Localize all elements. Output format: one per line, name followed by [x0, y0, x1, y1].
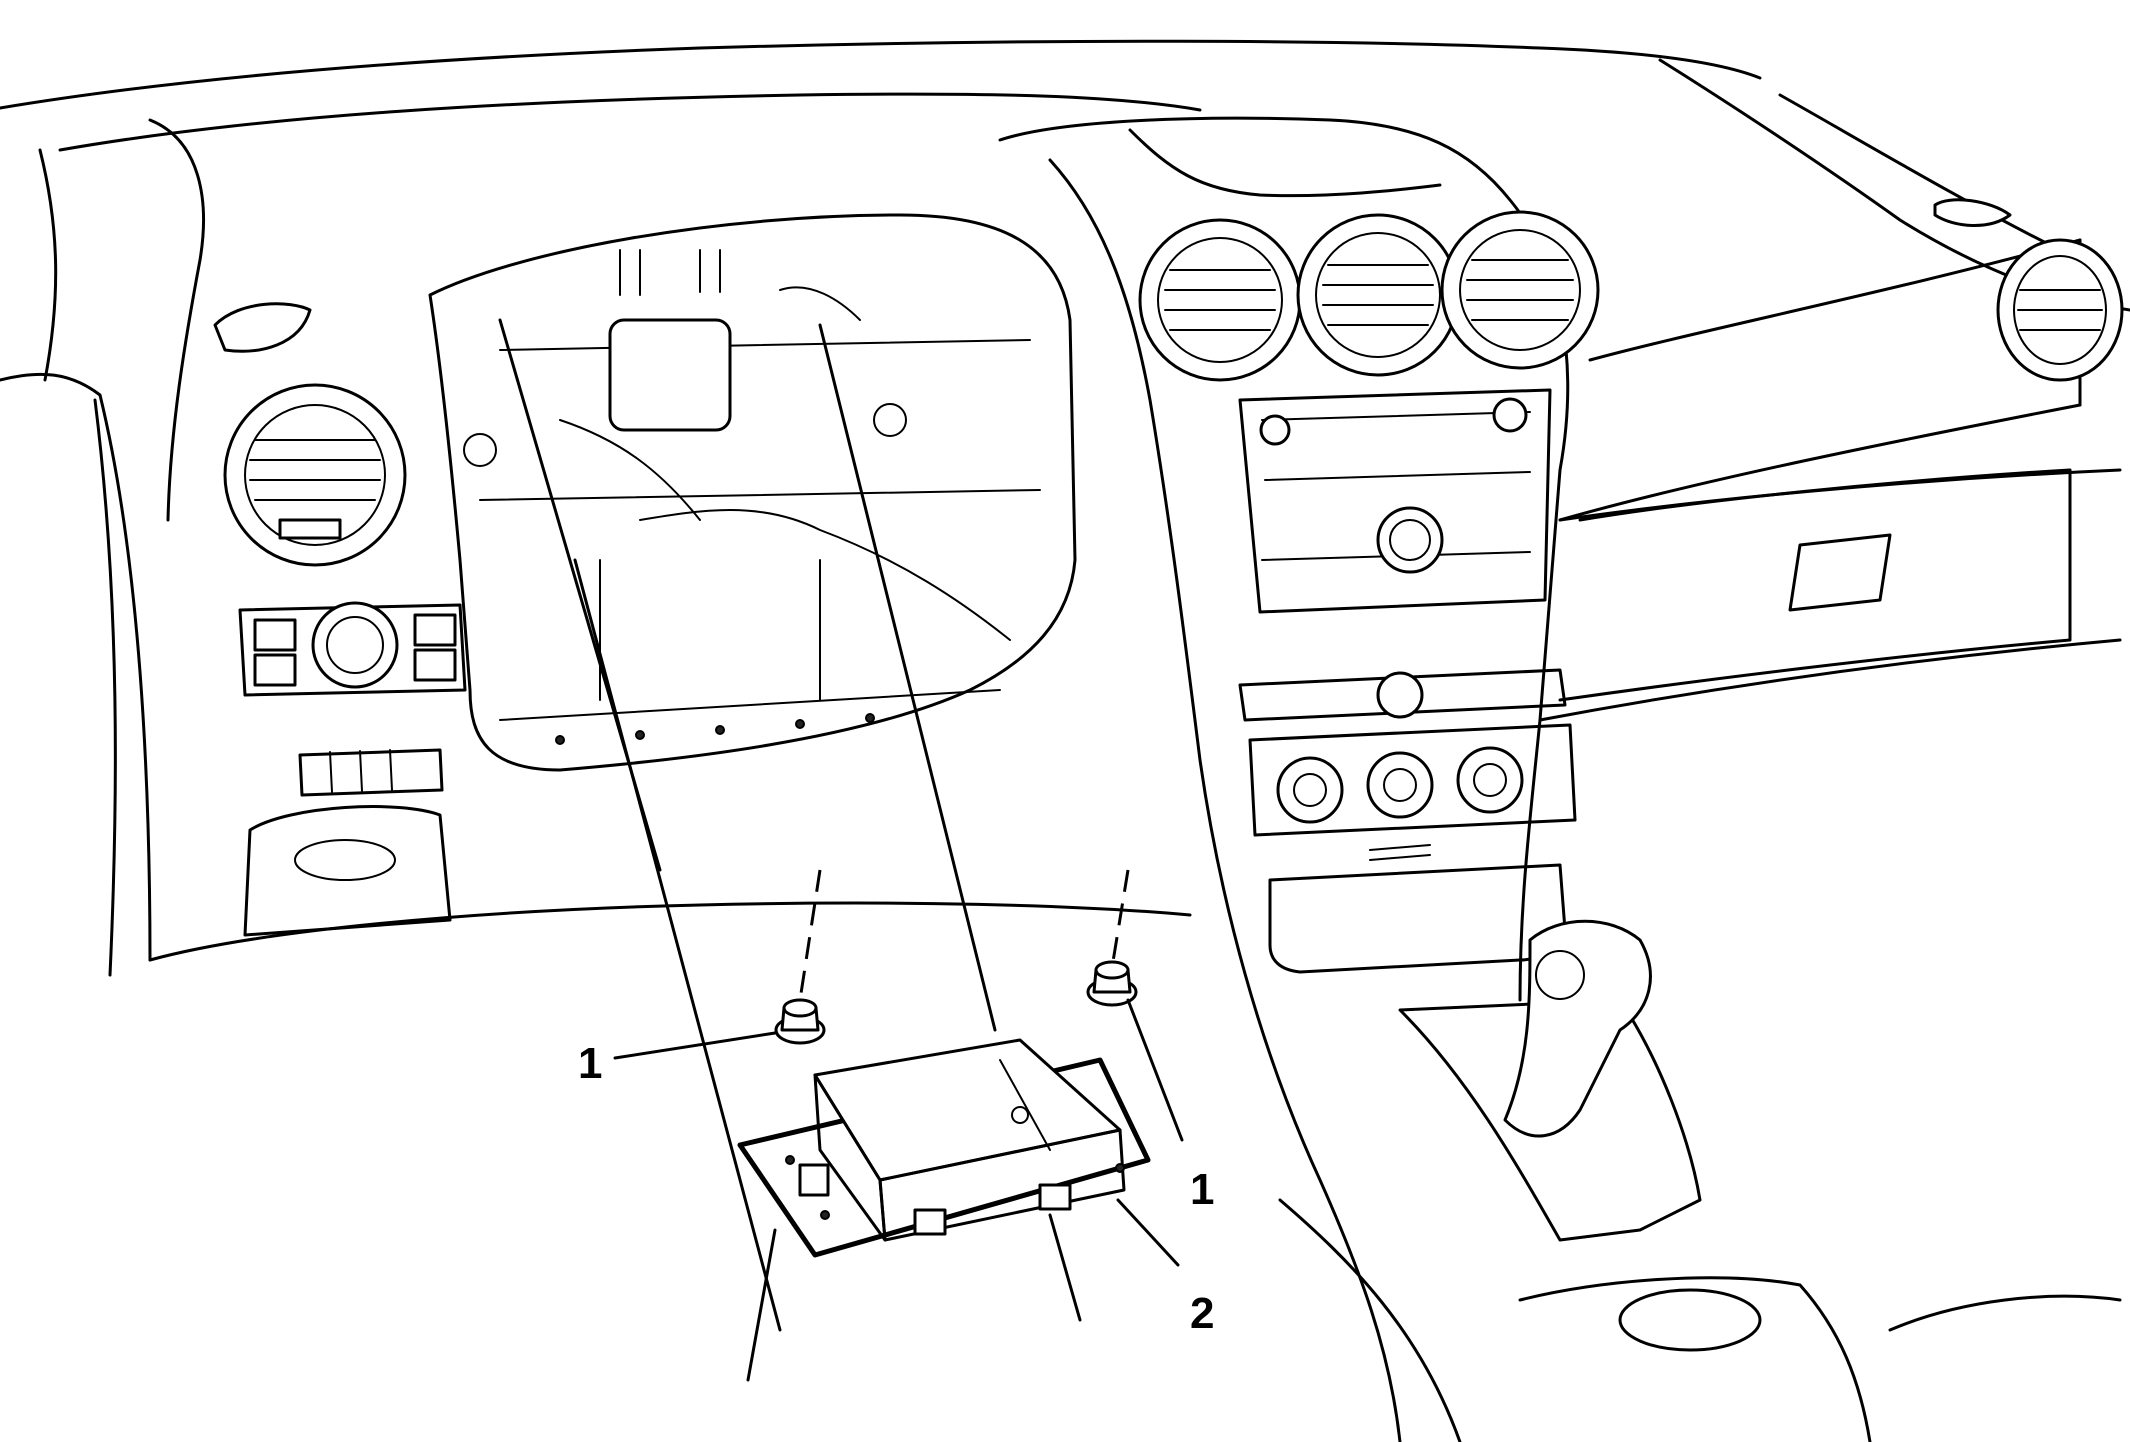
- center-stack: [998, 116, 1577, 1442]
- control-module: [737, 1038, 1151, 1258]
- glove-box: [1558, 468, 2072, 702]
- fastener-right: [1086, 960, 1138, 1007]
- vent-center-1: [1138, 218, 1302, 382]
- callout-module: 2: [1190, 1289, 1215, 1338]
- vent-center-2: [1296, 213, 1460, 377]
- air-vents: [213, 198, 2124, 567]
- headlamp-switch-panel: [238, 601, 467, 937]
- vent-center-3: [1440, 210, 1600, 370]
- leader-lines: [613, 998, 1184, 1382]
- instrument-cluster-opening: [428, 213, 1077, 772]
- callout-fastener-right: 1: [1190, 1165, 1215, 1214]
- vent-right: [1996, 238, 2124, 382]
- exploded-view-lines: [498, 318, 1130, 1332]
- vent-left: [223, 383, 407, 567]
- callout-fastener-left: 1: [578, 1039, 603, 1088]
- gear-shifter-console: [1278, 919, 2122, 1442]
- fastener-left: [774, 998, 826, 1045]
